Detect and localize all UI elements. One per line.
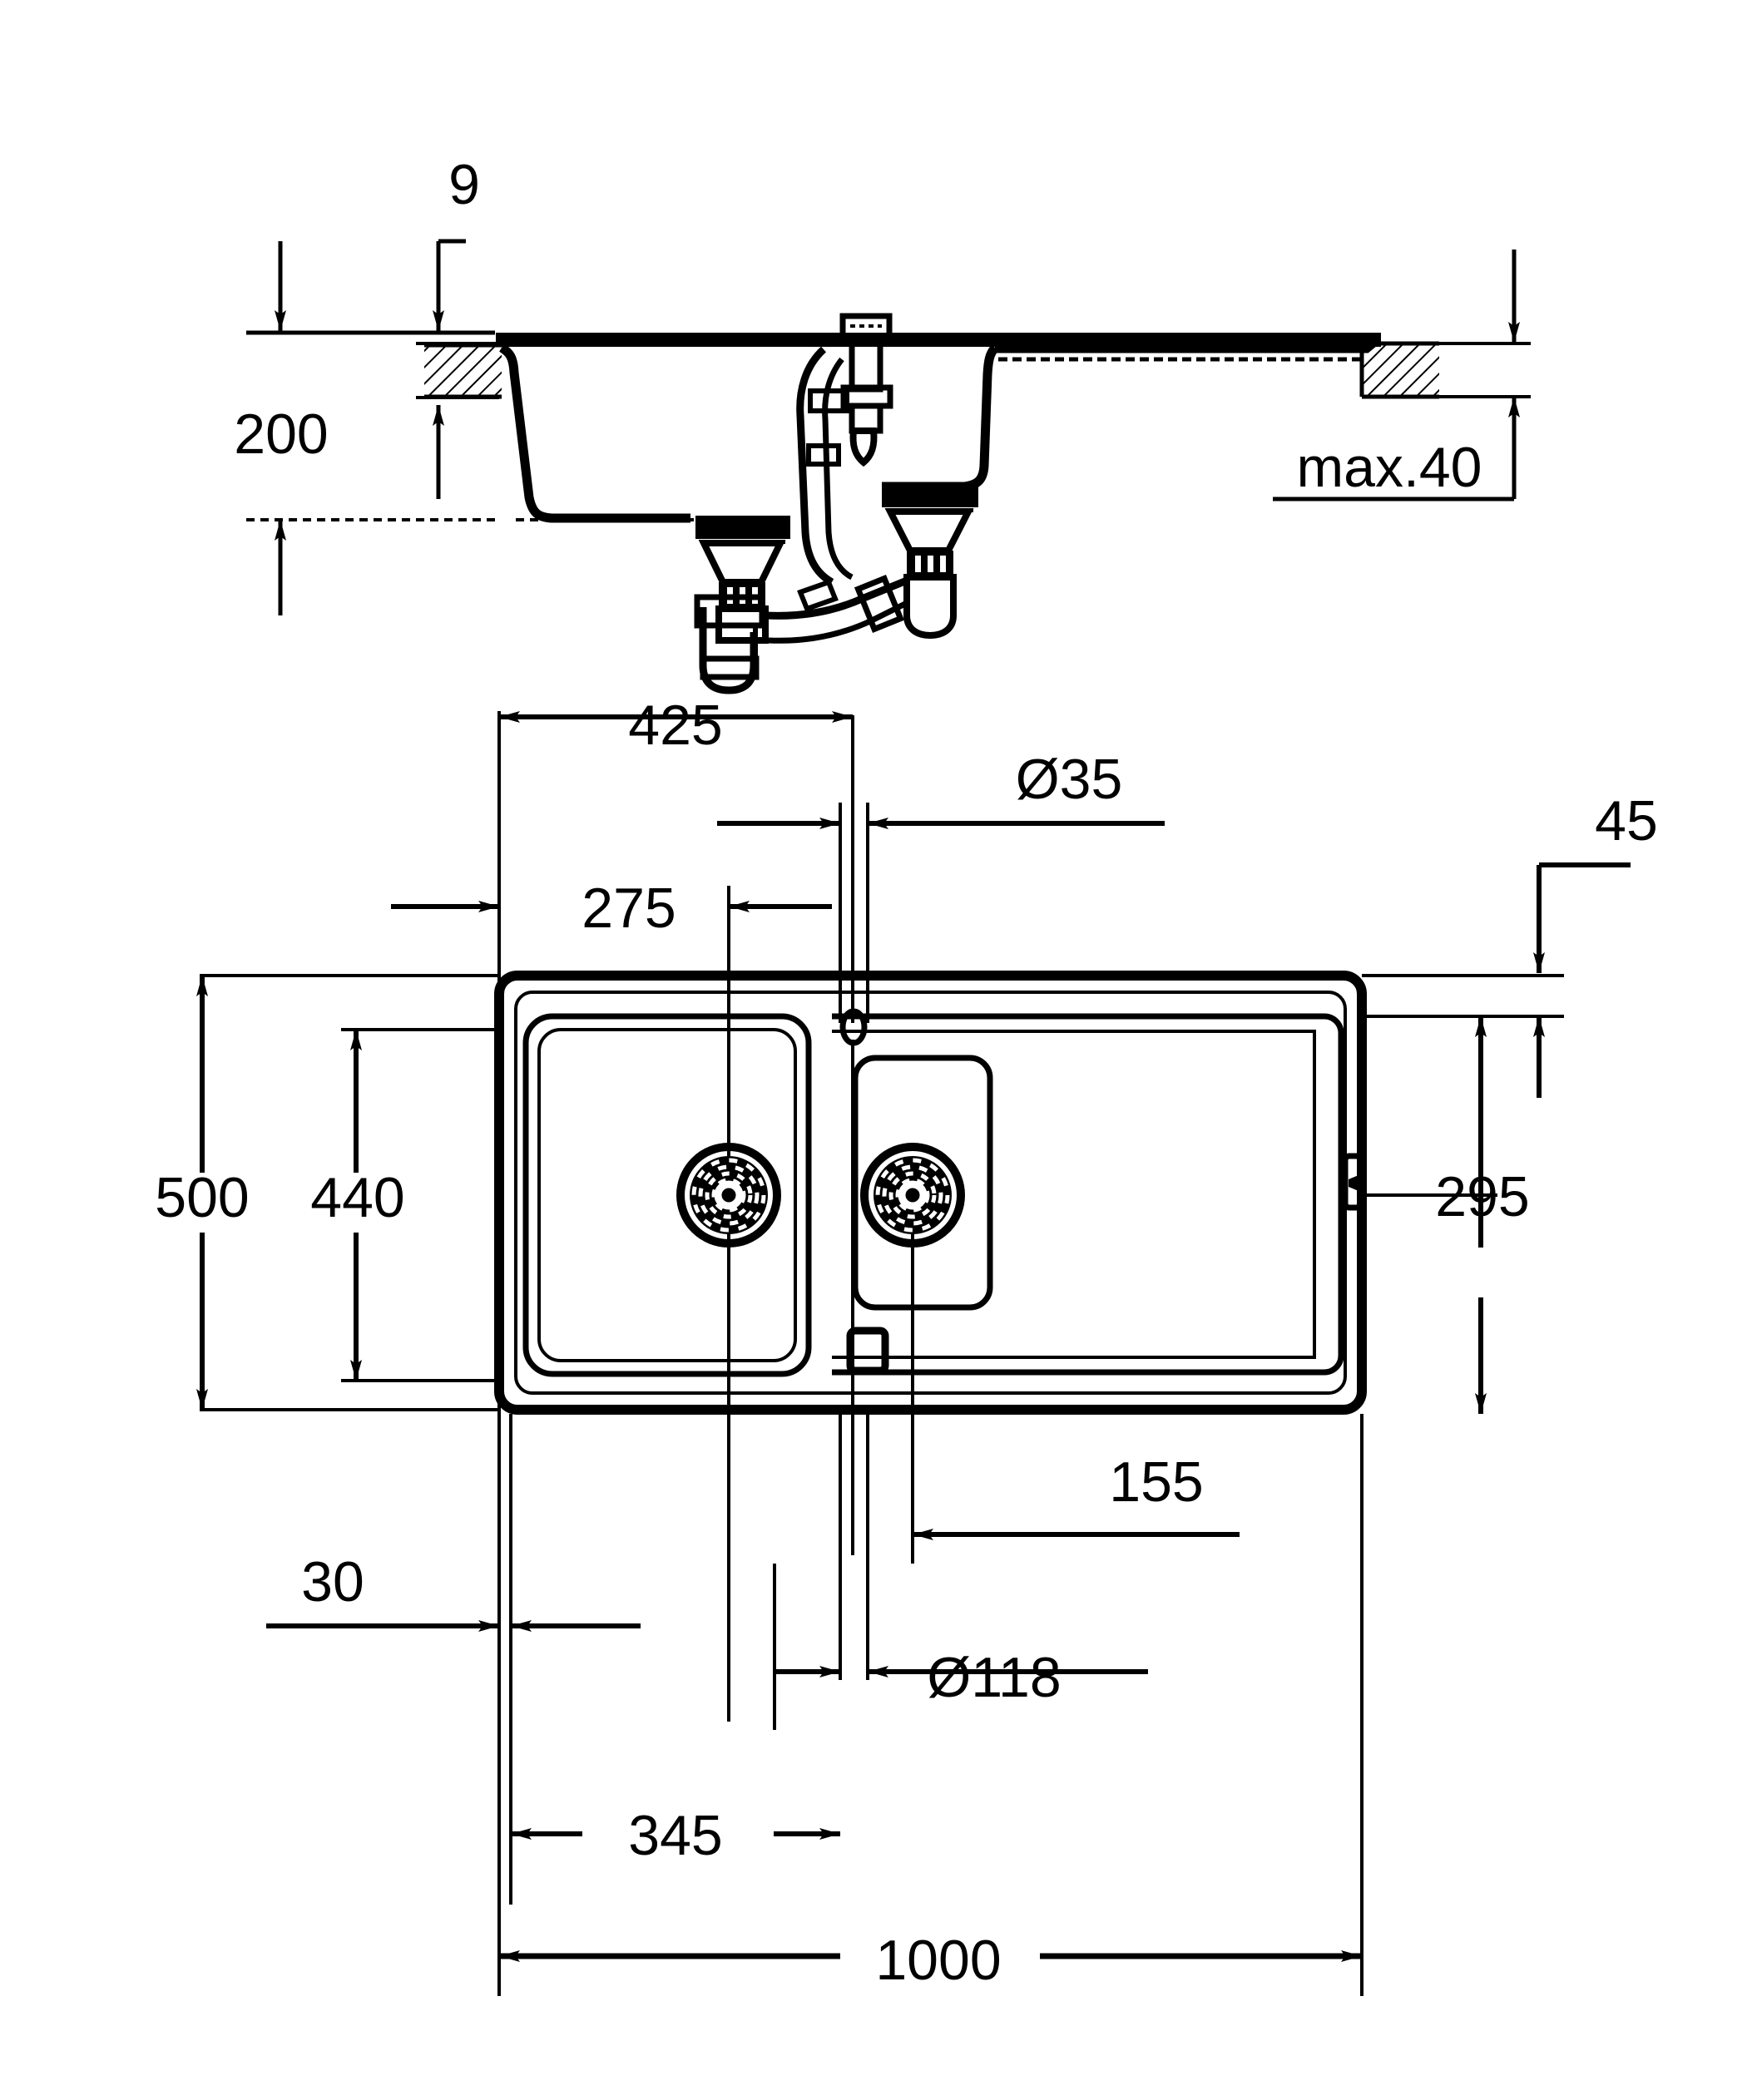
worktop-section-right bbox=[1359, 341, 1531, 399]
dim-295-label: 295 bbox=[1435, 1165, 1529, 1228]
dim-1000-label: 1000 bbox=[875, 1929, 1001, 1992]
dim-345-label: 345 bbox=[628, 1804, 722, 1867]
dim-155-label: 155 bbox=[1109, 1450, 1203, 1514]
dim-200: 200 bbox=[234, 241, 329, 615]
waste-outlet-square bbox=[846, 1327, 889, 1375]
dim-9-label: 9 bbox=[448, 153, 480, 216]
dim-45: 45 bbox=[1533, 789, 1658, 1098]
dim-d35: Ø35 bbox=[717, 748, 1165, 829]
dim-440: 440 bbox=[310, 1030, 405, 1381]
drain-left bbox=[676, 1143, 781, 1248]
worktop-section-left bbox=[424, 343, 502, 399]
dim-200-label: 200 bbox=[234, 403, 328, 466]
dim-155: 155 bbox=[913, 1450, 1240, 1540]
bowl-large-left bbox=[522, 1013, 812, 1377]
dim-440-label: 440 bbox=[310, 1166, 404, 1229]
dim-500: 500 500 bbox=[155, 976, 250, 1410]
overflow-slot bbox=[1342, 1153, 1363, 1211]
dim-425: 425 bbox=[499, 694, 853, 757]
dim-9: 9 bbox=[433, 153, 480, 499]
dim-345: 345 bbox=[511, 1801, 840, 1867]
section-view: 9 200 max.40 bbox=[234, 153, 1531, 694]
tap-riser-section bbox=[839, 313, 893, 467]
dim-45-label: 45 bbox=[1595, 789, 1658, 852]
waste-assembly-left bbox=[695, 516, 790, 644]
bowl-small-right bbox=[852, 1055, 993, 1311]
dim-d35-label: Ø35 bbox=[1016, 748, 1123, 811]
drain-right bbox=[860, 1143, 965, 1248]
trap-pipework-section bbox=[694, 346, 910, 694]
dim-max40: max.40 bbox=[1273, 250, 1520, 502]
dim-30: 30 bbox=[266, 1550, 641, 1632]
dim-d118: Ø118 bbox=[773, 1564, 1148, 1730]
dim-1000: 1000 bbox=[499, 1920, 1362, 1992]
waste-assembly-right bbox=[882, 484, 978, 640]
dim-d118-label: Ø118 bbox=[927, 1646, 1061, 1709]
sink-section-profile bbox=[496, 333, 1381, 523]
dim-275-label: 275 bbox=[582, 877, 676, 940]
drainer-right bbox=[832, 1013, 1344, 1376]
strainer-slots-left bbox=[691, 1158, 766, 1233]
dim-500-label-top: 500 bbox=[155, 1166, 249, 1229]
dim-30-label: 30 bbox=[301, 1550, 364, 1613]
plan-view: 425 Ø35 275 45 bbox=[155, 694, 1658, 1996]
dim-295: 295 bbox=[1435, 1016, 1530, 1414]
dim-max40-label: max.40 bbox=[1297, 436, 1482, 499]
strainer-slots-right bbox=[875, 1158, 950, 1233]
dim-425-label: 425 bbox=[628, 694, 722, 757]
dim-275: 275 bbox=[391, 877, 832, 940]
tap-hole bbox=[839, 1008, 868, 1046]
